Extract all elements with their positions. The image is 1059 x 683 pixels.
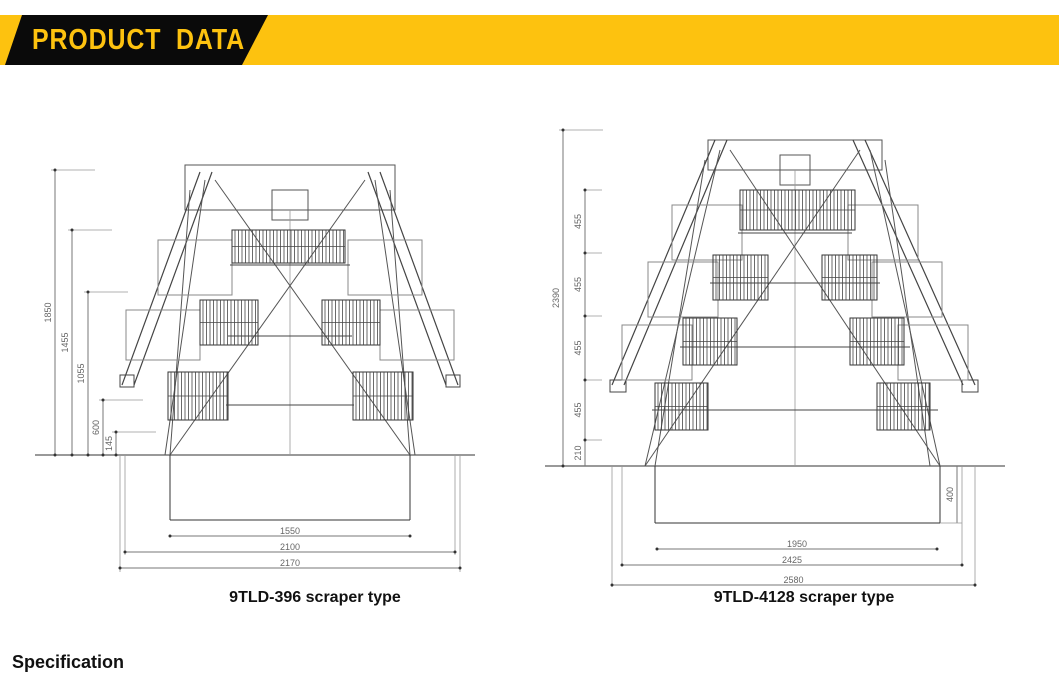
dimension-label: 400 bbox=[945, 487, 955, 502]
dimension-label: 2425 bbox=[782, 555, 802, 565]
dimension-arrow bbox=[655, 547, 659, 551]
side-frame bbox=[621, 324, 693, 381]
dimension-arrow bbox=[53, 168, 57, 172]
a-frame-brace bbox=[214, 179, 411, 456]
dimension-arrow bbox=[583, 188, 587, 192]
drawing-caption-396: 9TLD-396 scraper type bbox=[229, 589, 401, 606]
dimension-arrow bbox=[583, 251, 587, 255]
dimension-arrow bbox=[583, 314, 587, 318]
dimension-label: 455 bbox=[573, 277, 583, 292]
dimension-label: 210 bbox=[573, 445, 583, 460]
dimension-arrow bbox=[935, 547, 939, 551]
a-frame-brace bbox=[884, 159, 931, 467]
section-title-specification: Specification bbox=[12, 652, 125, 672]
dimension-label: 1055 bbox=[76, 363, 86, 383]
dimension-arrow bbox=[453, 550, 457, 554]
dimension-label: 2100 bbox=[280, 542, 300, 552]
dimension-arrow bbox=[583, 378, 587, 382]
dimension-arrow bbox=[561, 128, 565, 132]
a-frame-brace bbox=[389, 189, 411, 456]
side-frame bbox=[671, 204, 743, 261]
a-frame-leg bbox=[367, 171, 447, 386]
a-frame-brace bbox=[869, 149, 941, 467]
a-frame-leg bbox=[379, 171, 459, 386]
dimension-label: 2580 bbox=[783, 575, 803, 585]
a-frame-leg bbox=[121, 171, 201, 386]
dimension-arrow bbox=[458, 566, 462, 570]
page-title: PRODUCT DATA bbox=[32, 24, 246, 56]
dimension-arrow bbox=[70, 228, 74, 232]
dimension-arrow bbox=[610, 583, 614, 587]
dimension-arrow bbox=[583, 438, 587, 442]
dimension-label: 1455 bbox=[60, 332, 70, 352]
side-frame bbox=[647, 261, 719, 318]
a-frame-brace bbox=[644, 149, 721, 467]
a-frame-brace bbox=[169, 189, 191, 456]
dimension-arrow bbox=[53, 453, 57, 457]
dimension-arrow bbox=[101, 398, 105, 402]
drawing-caption-4128: 9TLD-4128 scraper type bbox=[713, 589, 895, 606]
dimension-arrow bbox=[168, 534, 172, 538]
dimension-label: 2390 bbox=[551, 288, 561, 308]
dimension-arrow bbox=[86, 453, 90, 457]
leg-foot bbox=[609, 379, 627, 393]
dimension-label: 455 bbox=[573, 340, 583, 355]
dimension-arrow bbox=[114, 453, 118, 457]
a-frame-brace bbox=[644, 149, 861, 467]
dimension-arrow bbox=[408, 534, 412, 538]
header-title-background bbox=[5, 15, 268, 65]
top-frame bbox=[184, 164, 396, 211]
side-frame bbox=[157, 239, 233, 296]
dimension-label: 455 bbox=[573, 402, 583, 417]
dimension-arrow bbox=[561, 464, 565, 468]
dimension-label: 1850 bbox=[43, 302, 53, 322]
side-frame bbox=[347, 239, 423, 296]
side-frame bbox=[379, 309, 455, 361]
side-frame bbox=[125, 309, 201, 361]
dimension-label: 455 bbox=[573, 214, 583, 229]
dimension-label: 2170 bbox=[280, 558, 300, 568]
dimension-arrow bbox=[86, 290, 90, 294]
dimension-arrow bbox=[973, 583, 977, 587]
dimension-arrow bbox=[118, 566, 122, 570]
side-frame bbox=[871, 261, 943, 318]
dimension-arrow bbox=[123, 550, 127, 554]
dimension-label: 1550 bbox=[280, 526, 300, 536]
side-frame bbox=[847, 204, 919, 261]
side-frame bbox=[897, 324, 969, 381]
a-frame-brace bbox=[654, 159, 706, 467]
dimension-arrow bbox=[101, 453, 105, 457]
leg-foot bbox=[961, 379, 979, 393]
dimension-arrow bbox=[70, 453, 74, 457]
dimension-arrow bbox=[960, 563, 964, 567]
dimension-arrow bbox=[114, 430, 118, 434]
a-frame-leg bbox=[133, 171, 213, 386]
leg-foot bbox=[119, 374, 135, 388]
a-frame-brace bbox=[164, 179, 206, 456]
leg-foot bbox=[445, 374, 461, 388]
a-frame-brace bbox=[729, 149, 941, 467]
dimension-label: 600 bbox=[91, 420, 101, 435]
dimension-label: 145 bbox=[104, 436, 114, 451]
dimension-arrow bbox=[620, 563, 624, 567]
dimension-label: 1950 bbox=[787, 539, 807, 549]
